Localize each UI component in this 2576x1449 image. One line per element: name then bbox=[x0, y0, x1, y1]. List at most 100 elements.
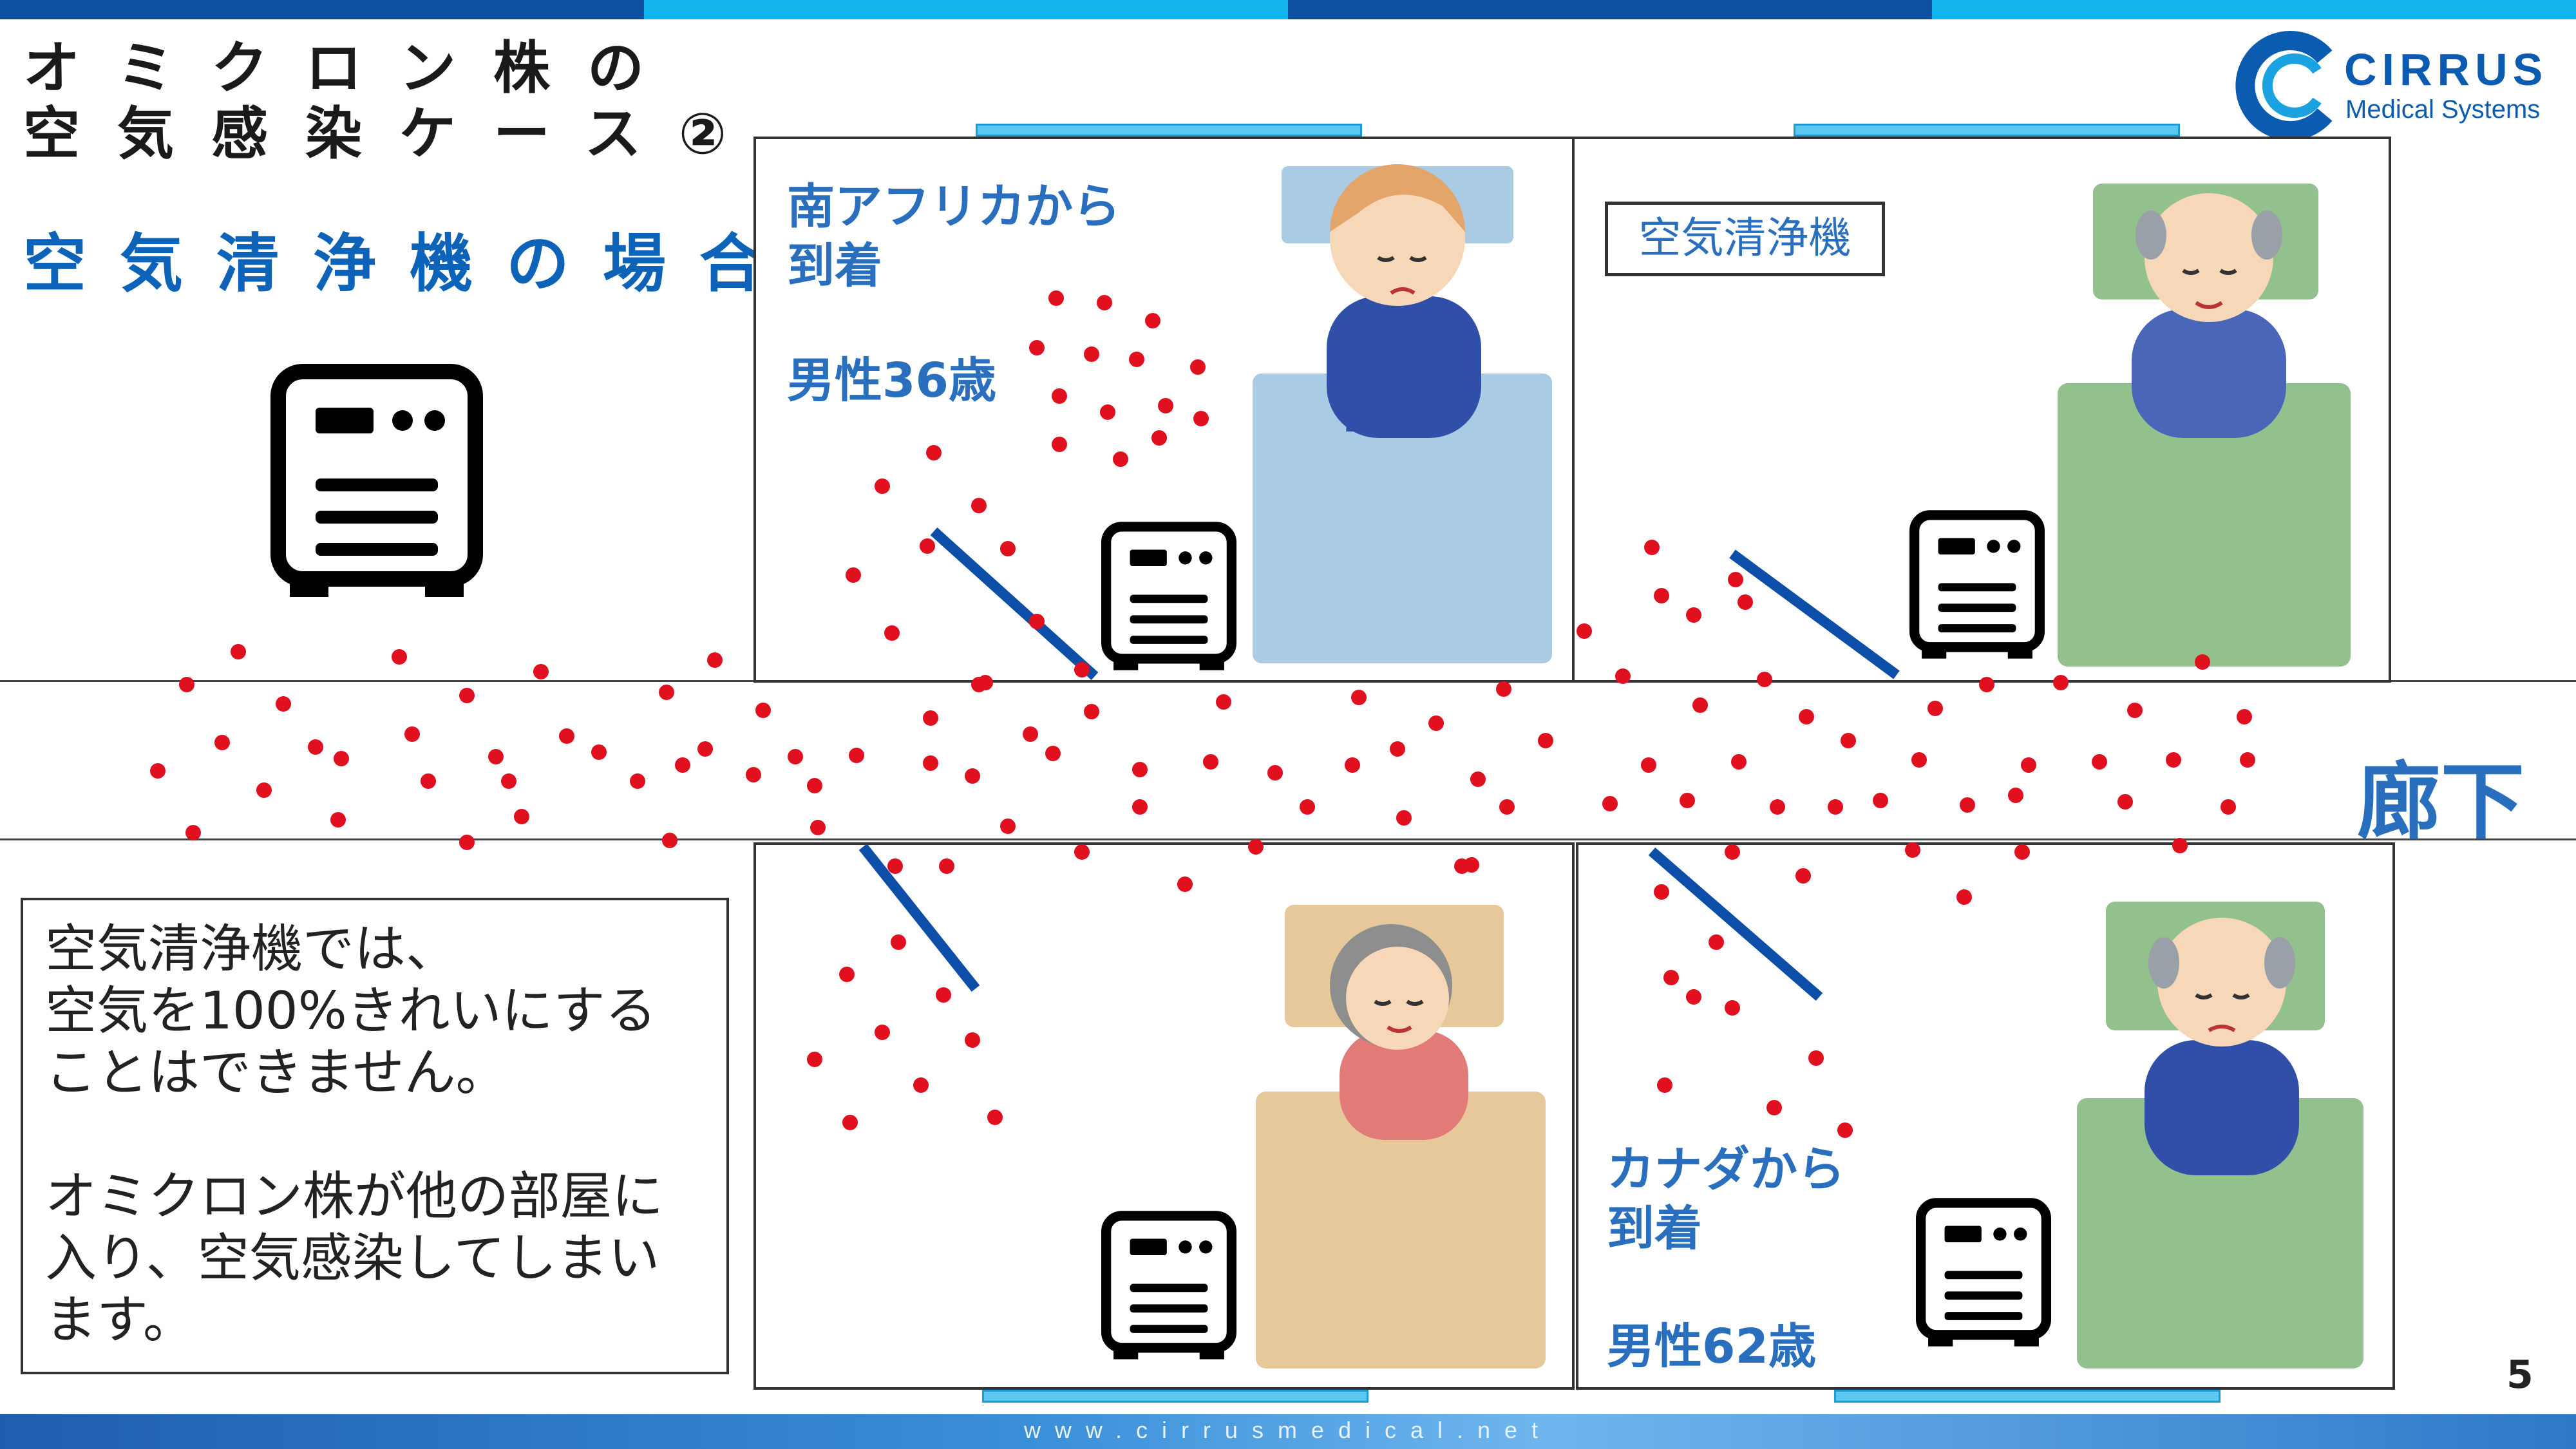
virus-droplet bbox=[1663, 970, 1679, 985]
virus-droplet bbox=[1390, 741, 1405, 757]
virus-droplet bbox=[891, 934, 906, 950]
virus-droplet bbox=[559, 728, 574, 744]
virus-droplet bbox=[1190, 359, 1206, 375]
window-top-right bbox=[1794, 124, 2180, 137]
virus-droplet bbox=[459, 688, 475, 703]
virus-droplet bbox=[2021, 757, 2036, 773]
virus-droplet bbox=[2166, 752, 2181, 768]
virus-droplet bbox=[1084, 346, 1099, 362]
virus-droplet bbox=[1577, 623, 1592, 639]
virus-droplet bbox=[1538, 733, 1553, 748]
virus-droplet bbox=[256, 782, 272, 798]
virus-droplet bbox=[1023, 726, 1038, 742]
virus-droplet bbox=[965, 768, 980, 784]
virus-droplet bbox=[842, 1115, 858, 1130]
virus-droplet bbox=[1644, 540, 1660, 555]
virus-droplet bbox=[1686, 607, 1701, 623]
logo-tagline: Medical Systems bbox=[2345, 95, 2541, 124]
air-purifier-icon-room-bottom-left bbox=[1101, 1211, 1236, 1359]
virus-droplet bbox=[1129, 352, 1144, 367]
virus-droplet bbox=[2240, 752, 2255, 768]
virus-droplet bbox=[1351, 690, 1367, 705]
virus-droplet bbox=[1654, 588, 1669, 603]
virus-droplet bbox=[1905, 842, 1920, 858]
virus-droplet bbox=[810, 820, 826, 835]
virus-droplet bbox=[1770, 799, 1785, 815]
virus-droplet bbox=[839, 967, 855, 982]
virus-droplet bbox=[1828, 799, 1843, 815]
virus-droplet bbox=[875, 478, 890, 494]
air-purifier-icon-room-top-right bbox=[1909, 510, 2045, 659]
virus-droplet bbox=[923, 710, 938, 726]
virus-droplet bbox=[1029, 614, 1045, 629]
virus-droplet bbox=[591, 744, 607, 760]
top-accent-bar bbox=[0, 0, 2576, 19]
virus-droplet bbox=[1048, 290, 1064, 306]
virus-droplet bbox=[1052, 437, 1067, 452]
virus-droplet bbox=[1193, 411, 1209, 426]
virus-droplet bbox=[1470, 772, 1486, 787]
note-paragraph-1: 空気清浄機では、 空気を100%きれいにする ことはできません。 bbox=[45, 919, 657, 1103]
virus-droplet bbox=[755, 703, 771, 718]
virus-droplet bbox=[1757, 672, 1772, 687]
virus-droplet bbox=[2237, 709, 2252, 724]
virus-droplet bbox=[1074, 844, 1090, 860]
virus-droplet bbox=[1100, 404, 1115, 420]
door-top-right bbox=[1729, 549, 1900, 679]
virus-droplet bbox=[1267, 765, 1283, 781]
virus-droplet bbox=[1841, 733, 1856, 748]
virus-droplet bbox=[231, 644, 246, 659]
slide-title-line1: オミクロン株の bbox=[23, 35, 682, 101]
virus-droplet bbox=[846, 567, 861, 583]
virus-droplet bbox=[1873, 793, 1888, 808]
virus-droplet bbox=[1837, 1122, 1853, 1138]
virus-droplet bbox=[1731, 754, 1747, 770]
footer-bar bbox=[0, 1414, 2576, 1449]
door-bottom-left bbox=[858, 844, 980, 992]
virus-droplet bbox=[2053, 675, 2069, 690]
company-logo: CIRRUS Medical Systems bbox=[2235, 31, 2570, 140]
virus-droplet bbox=[330, 812, 346, 828]
window-bottom-right bbox=[1834, 1390, 2221, 1403]
patient-bottom-left-illustration bbox=[1330, 924, 1468, 1140]
virus-droplet bbox=[501, 773, 516, 789]
virus-droplet bbox=[1808, 1050, 1824, 1066]
virus-droplet bbox=[1203, 754, 1218, 770]
virus-droplet bbox=[926, 445, 942, 460]
virus-droplet bbox=[1728, 572, 1743, 587]
virus-droplet bbox=[1709, 934, 1724, 950]
virus-droplet bbox=[2195, 654, 2210, 670]
virus-droplet bbox=[965, 1032, 980, 1048]
virus-droplet bbox=[1345, 757, 1360, 773]
virus-droplet bbox=[2221, 799, 2236, 815]
virus-droplet bbox=[1654, 884, 1669, 900]
virus-droplet bbox=[675, 757, 690, 773]
virus-droplet bbox=[1097, 295, 1112, 310]
virus-droplet bbox=[807, 1052, 822, 1067]
virus-droplet bbox=[488, 749, 504, 764]
page-number: 5 bbox=[2506, 1352, 2533, 1397]
virus-droplet bbox=[150, 763, 166, 779]
virus-droplet bbox=[1657, 1077, 1672, 1093]
virus-droplet bbox=[971, 498, 987, 513]
virus-droplet bbox=[421, 773, 436, 789]
virus-droplet bbox=[1145, 313, 1160, 328]
patient-label-top-left: 男性36歳 bbox=[787, 353, 996, 408]
virus-droplet bbox=[1960, 797, 1975, 813]
patient-top-left-illustration bbox=[1327, 164, 1481, 438]
air-purifier-icon bbox=[270, 364, 483, 597]
patient-label-bottom-right: 男性62歳 bbox=[1607, 1319, 1816, 1374]
air-purifier-icon-room-bottom-right bbox=[1916, 1198, 2051, 1347]
slide-title-line2: 空気感染ケース② bbox=[23, 100, 764, 167]
virus-droplet bbox=[807, 778, 822, 793]
virus-droplet bbox=[939, 858, 954, 874]
virus-droplet bbox=[697, 741, 713, 757]
virus-droplet bbox=[1084, 704, 1099, 719]
virus-droplet bbox=[662, 833, 677, 848]
virus-droplet bbox=[392, 649, 407, 665]
virus-droplet bbox=[2008, 788, 2023, 803]
virus-droplet bbox=[2117, 794, 2133, 810]
virus-droplet bbox=[1799, 709, 1814, 724]
door-bottom-right bbox=[1648, 847, 1823, 1001]
